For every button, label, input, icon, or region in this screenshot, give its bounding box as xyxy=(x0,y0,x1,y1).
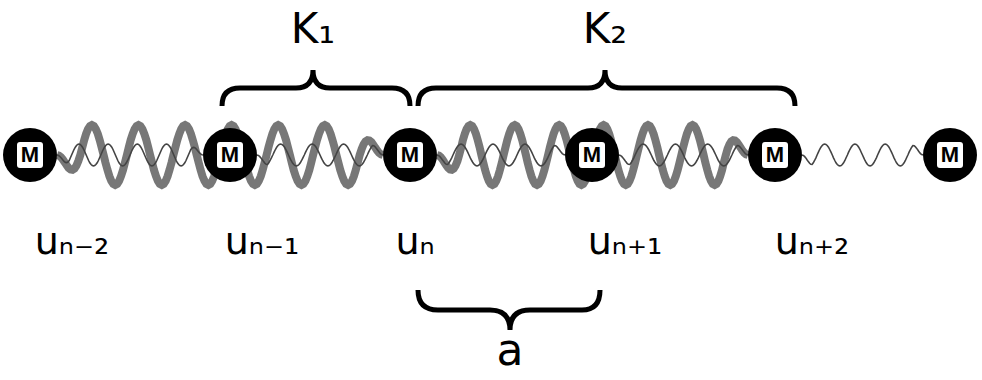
spring-constant: K₁ xyxy=(291,8,335,50)
mass-letter: M xyxy=(397,142,423,168)
mass-letter: M xyxy=(217,142,243,168)
mass-circle: M xyxy=(748,128,802,182)
displacement-label: uₙ₋₂ xyxy=(35,222,110,260)
nearest-neighbour-spring xyxy=(57,144,203,166)
lattice-spacing: a xyxy=(497,328,524,372)
nearest-neighbour-spring xyxy=(619,144,748,166)
spring-constant: K₂ xyxy=(583,8,627,50)
nearest-neighbour-spring xyxy=(437,144,565,166)
nearest-neighbour-spring xyxy=(802,144,923,166)
second-neighbour-spring xyxy=(437,125,748,185)
mass-circle: M xyxy=(565,128,619,182)
mass-letter: M xyxy=(579,142,605,168)
displacement-label: uₙ₋₁ xyxy=(225,222,300,260)
displacement-label: uₙ₊₂ xyxy=(775,222,850,260)
displacement-label: uₙ xyxy=(395,222,434,260)
mass-circle: M xyxy=(3,128,57,182)
brace xyxy=(418,290,600,330)
brace xyxy=(222,70,410,106)
mass-circle: M xyxy=(383,128,437,182)
second-neighbour-spring xyxy=(57,125,383,185)
mass-circle: M xyxy=(203,128,257,182)
nearest-neighbour-spring xyxy=(257,144,383,166)
brace xyxy=(418,70,795,106)
mass-letter: M xyxy=(17,142,43,168)
mass-letter: M xyxy=(937,142,963,168)
mass-circle: M xyxy=(923,128,977,182)
displacement-label: uₙ₊₁ xyxy=(588,222,663,260)
mass-letter: M xyxy=(762,142,788,168)
